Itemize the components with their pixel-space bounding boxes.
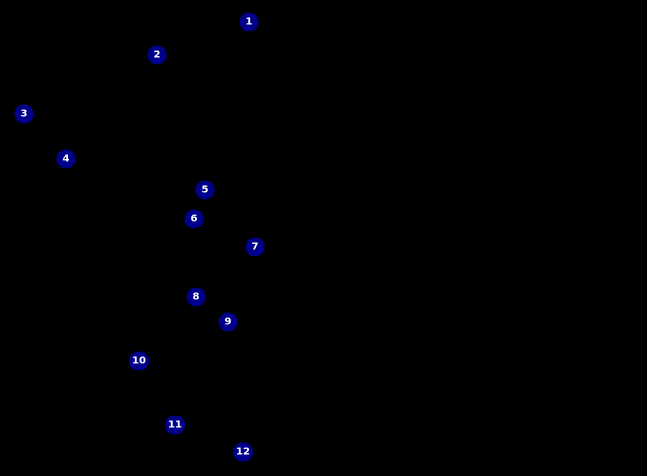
marker-label: 2 — [153, 49, 161, 60]
marker-label: 7 — [251, 241, 259, 252]
numbered-marker[interactable]: 9 — [218, 312, 238, 332]
marker-label: 3 — [20, 108, 28, 119]
marker-label: 1 — [245, 16, 253, 27]
numbered-marker[interactable]: 2 — [147, 45, 167, 65]
numbered-marker[interactable]: 11 — [165, 415, 185, 435]
marker-label: 11 — [168, 419, 182, 430]
numbered-marker[interactable]: 12 — [233, 442, 253, 462]
marker-label: 4 — [62, 153, 70, 164]
numbered-marker[interactable]: 7 — [245, 237, 265, 257]
numbered-marker[interactable]: 4 — [56, 149, 76, 169]
marker-label: 12 — [236, 446, 250, 457]
marker-label: 5 — [201, 184, 209, 195]
marker-label: 6 — [190, 213, 198, 224]
numbered-marker[interactable]: 3 — [14, 104, 34, 124]
numbered-marker[interactable]: 8 — [186, 287, 206, 307]
numbered-marker[interactable]: 5 — [195, 180, 215, 200]
marker-label: 10 — [132, 355, 146, 366]
marker-label: 8 — [192, 291, 200, 302]
numbered-marker[interactable]: 10 — [129, 351, 149, 371]
marker-label: 9 — [224, 316, 232, 327]
numbered-marker[interactable]: 1 — [239, 12, 259, 32]
numbered-marker[interactable]: 6 — [184, 209, 204, 229]
